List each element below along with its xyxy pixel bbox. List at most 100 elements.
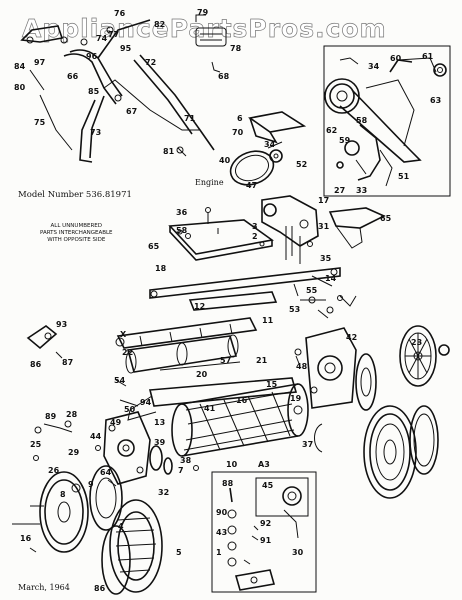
callout-7: 7 <box>178 466 184 475</box>
callout-73: 73 <box>90 128 102 137</box>
callout-89: 89 <box>45 412 57 421</box>
callout-1: 1 <box>216 548 222 557</box>
callout-13: 13 <box>154 418 166 427</box>
callout-81: 81 <box>163 147 175 156</box>
callout-11: 11 <box>262 316 274 325</box>
callout-14: 14 <box>325 274 337 283</box>
callout-63: 63 <box>430 96 442 105</box>
callout-51: 51 <box>398 172 410 181</box>
callout-26: 26 <box>48 466 60 475</box>
callout-X: X <box>120 330 127 339</box>
callout-44: 44 <box>90 432 102 441</box>
callout-52: 52 <box>296 160 308 169</box>
callout-87: 87 <box>62 358 74 367</box>
callout-19: 19 <box>290 394 302 403</box>
roller-bars <box>115 267 341 421</box>
callout-29: 29 <box>68 448 80 457</box>
callout-59: 59 <box>339 136 351 145</box>
callout-58: 58 <box>356 116 368 125</box>
callout-6: 6 <box>237 114 243 123</box>
callout-43: 43 <box>216 528 228 537</box>
callout-38: 38 <box>180 456 192 465</box>
callout-18: 18 <box>155 264 167 273</box>
callout-25: 25 <box>30 440 42 449</box>
callout-58b: 58 <box>176 226 188 235</box>
right-side-frame <box>294 295 450 499</box>
callout-35: 35 <box>320 254 332 263</box>
callout-95: 95 <box>120 44 132 53</box>
callout-82: 82 <box>154 20 166 29</box>
callout-62: 62 <box>326 126 338 135</box>
callout-20: 20 <box>196 370 208 379</box>
handle-assembly <box>20 14 227 163</box>
callout-91: 91 <box>260 536 272 545</box>
reel-cylinder <box>171 383 309 457</box>
callout-75: 75 <box>34 118 46 127</box>
handle-bracket <box>26 325 63 359</box>
callout-40: 40 <box>219 156 231 165</box>
callout-96: 96 <box>86 52 98 61</box>
callout-85: 85 <box>88 87 100 96</box>
callout-8: 8 <box>60 490 66 499</box>
callout-45: 45 <box>262 481 274 490</box>
callout-80: 80 <box>14 83 26 92</box>
callout-28: 28 <box>66 410 78 419</box>
callout-64: 64 <box>100 468 112 477</box>
callout-68: 68 <box>218 72 230 81</box>
deck-and-belt <box>168 111 386 264</box>
callout-66: 66 <box>67 72 79 81</box>
callout-16: 16 <box>236 396 248 405</box>
roller-brackets <box>293 275 333 319</box>
callout-5: 5 <box>176 548 182 557</box>
callout-61: 61 <box>422 52 434 61</box>
callout-9: 9 <box>88 480 94 489</box>
callout-74: 74 <box>96 34 108 43</box>
callout-60: 60 <box>390 54 402 63</box>
callout-92: 92 <box>260 519 272 528</box>
callout-3: 3 <box>252 222 258 231</box>
callout-84: 84 <box>14 62 26 71</box>
callout-22: 22 <box>122 348 134 357</box>
callout-31: 31 <box>318 222 330 231</box>
callout-94: 94 <box>140 398 152 407</box>
callout-23: 23 <box>411 338 423 347</box>
callout-15: 15 <box>266 380 278 389</box>
callout-A3: A3 <box>258 460 270 469</box>
footer-code: 86 <box>94 584 106 593</box>
callout-4: 4 <box>118 522 124 531</box>
callout-36: 36 <box>176 208 188 217</box>
left-side-frame <box>12 399 173 595</box>
callout-54: 54 <box>114 376 126 385</box>
callout-90: 90 <box>216 508 228 517</box>
callout-79: 79 <box>197 8 209 17</box>
callout-30: 30 <box>292 548 304 557</box>
drive-mechanism <box>323 45 451 197</box>
callout-27: 27 <box>334 186 346 195</box>
callout-93: 93 <box>56 320 68 329</box>
callout-72: 72 <box>145 58 157 67</box>
callout-65b: 65 <box>148 242 160 251</box>
misc-fasteners <box>29 233 343 553</box>
callout-10: 10 <box>226 460 238 469</box>
callout-77: 77 <box>108 30 120 39</box>
footer-date: March, 1964 <box>18 583 70 592</box>
callout-49: 49 <box>110 418 122 427</box>
callout-17: 17 <box>318 196 330 205</box>
callout-39: 39 <box>154 438 166 447</box>
callout-76: 76 <box>114 9 126 18</box>
callout-67: 67 <box>126 107 138 116</box>
callout-47: 47 <box>246 181 258 190</box>
callout-41: 41 <box>204 404 216 413</box>
callout-21: 21 <box>256 356 268 365</box>
callout-34b: 34 <box>264 140 276 149</box>
engine-label: Engine <box>195 178 224 187</box>
callout-34: 34 <box>368 62 380 71</box>
callout-50: 50 <box>124 405 136 414</box>
callout-42: 42 <box>346 333 358 342</box>
callout-57: 57 <box>220 356 232 365</box>
callout-2: 2 <box>252 232 258 241</box>
callout-78: 78 <box>230 44 242 53</box>
